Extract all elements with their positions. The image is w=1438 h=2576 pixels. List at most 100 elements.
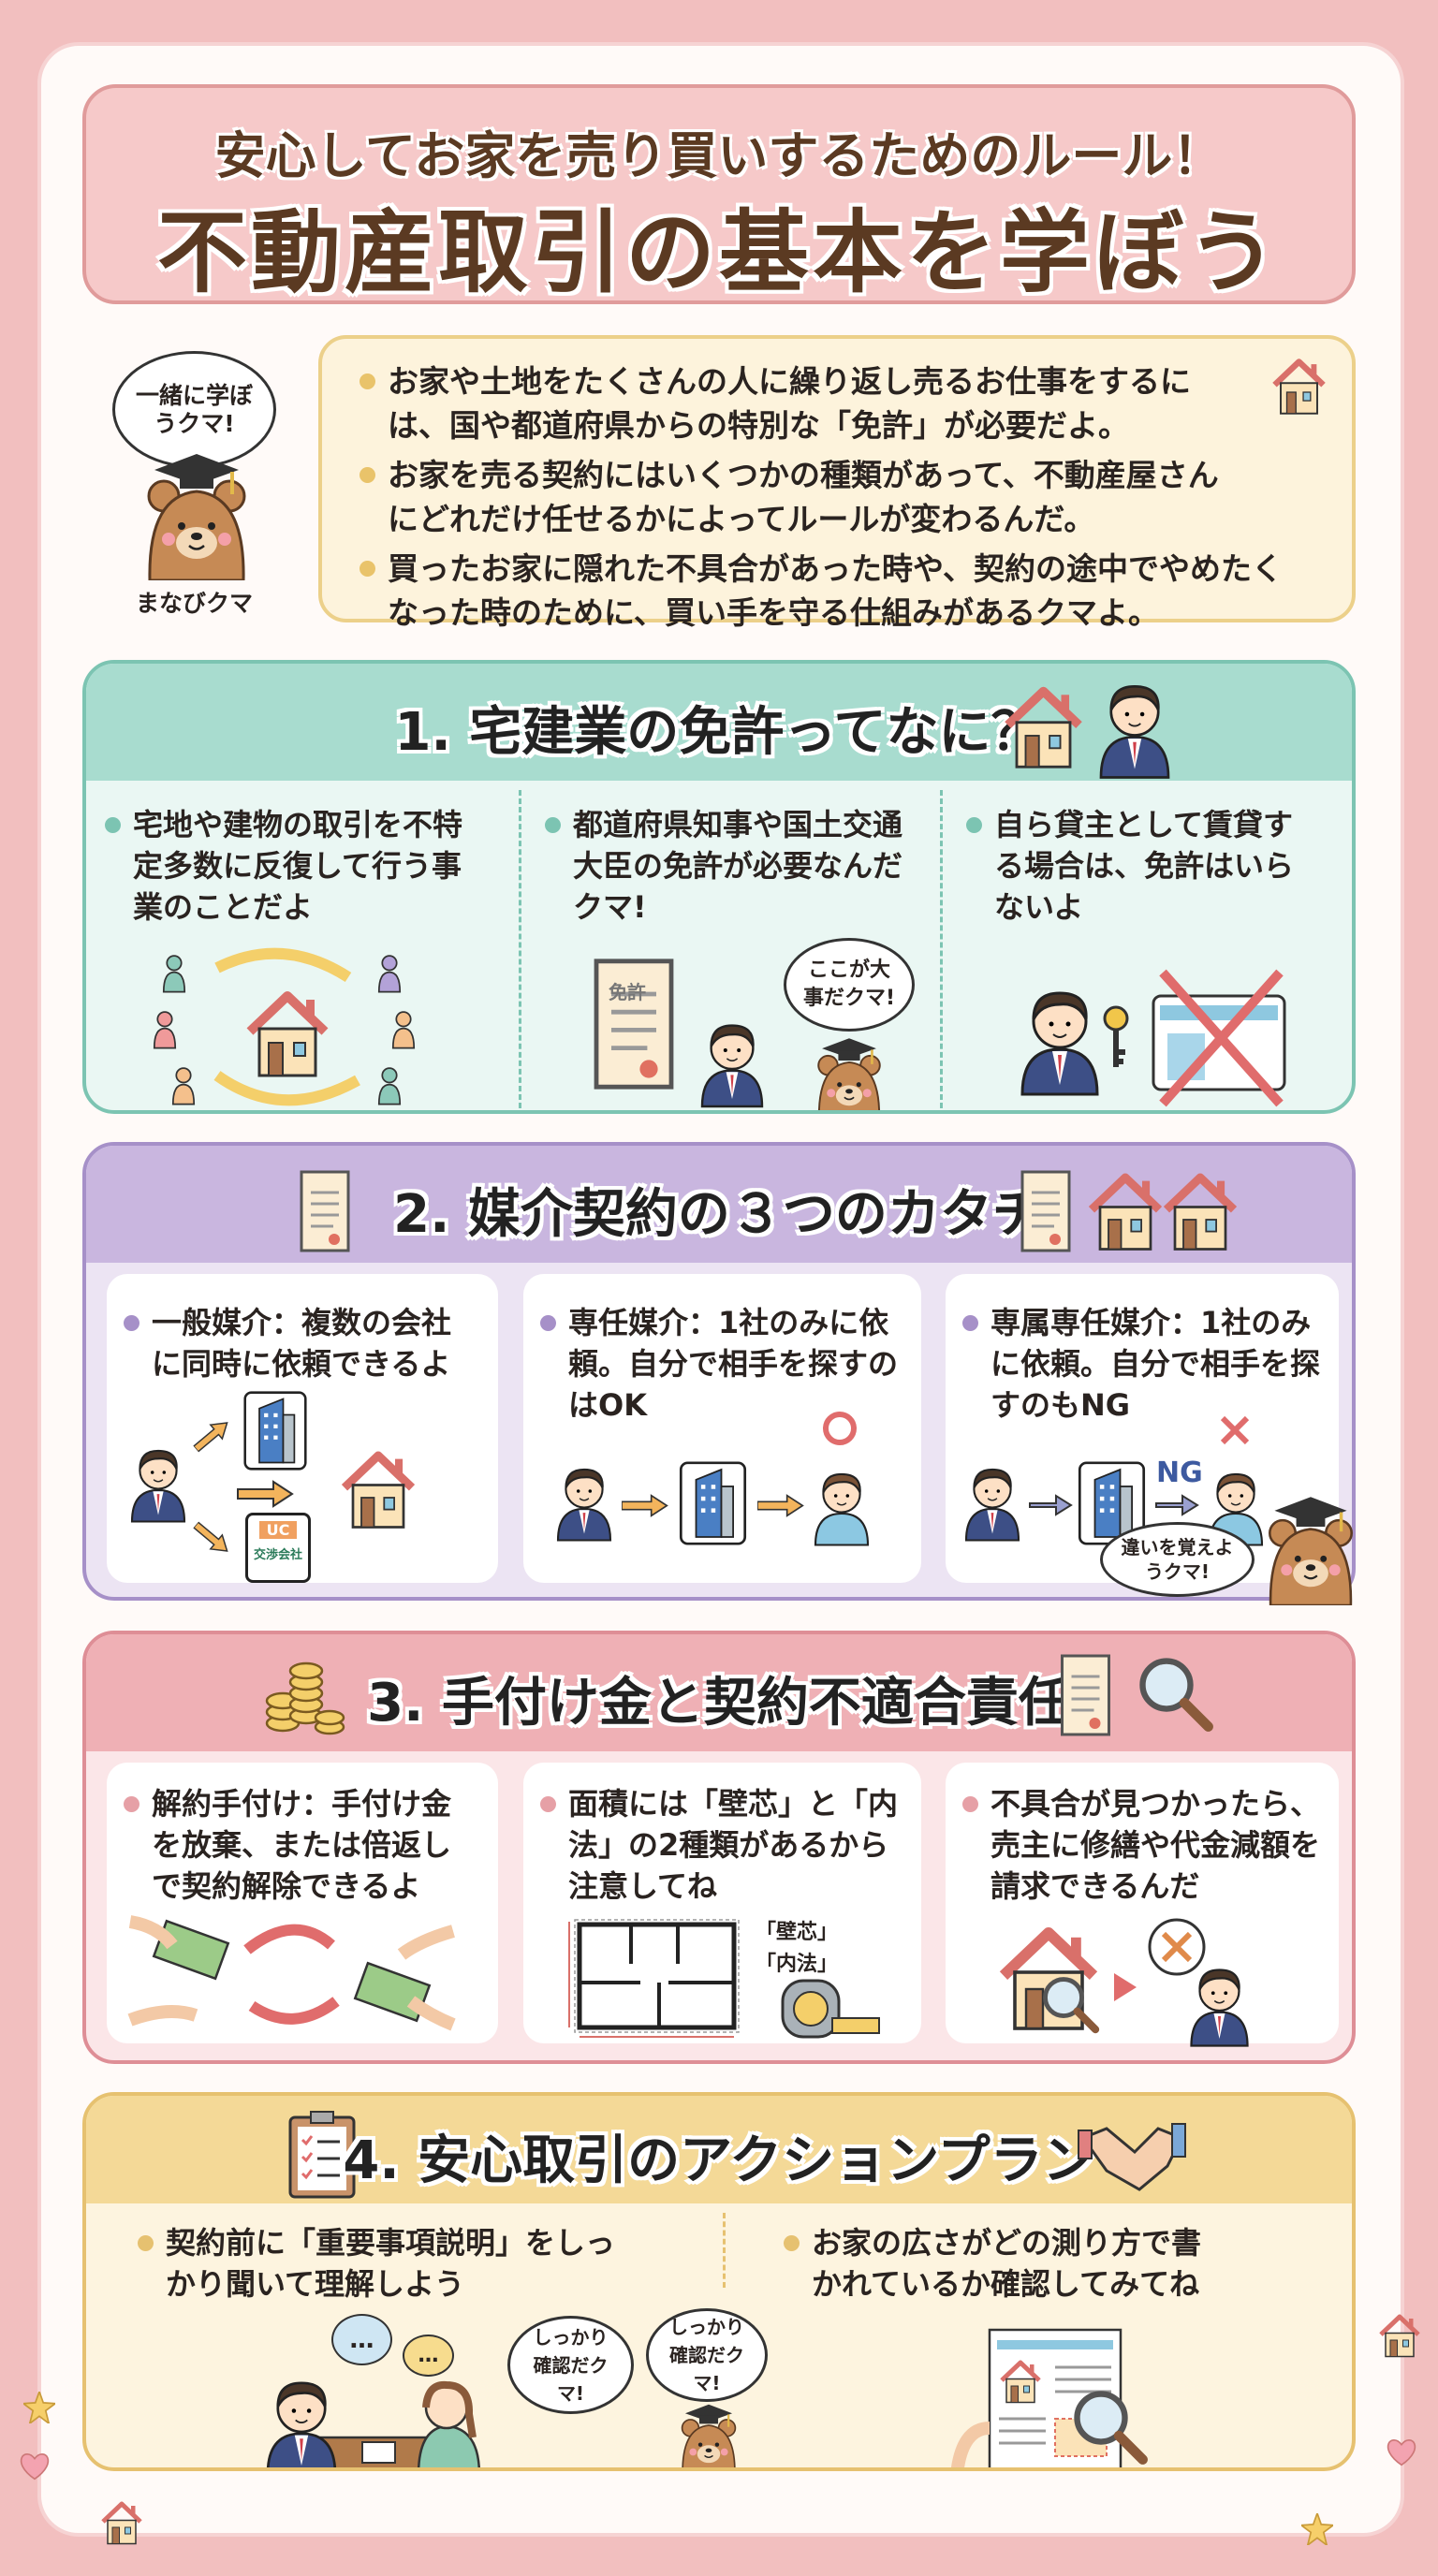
company-building-icon [678, 1461, 748, 1545]
bullet-text: 一般媒介：複数の会社に同時に依頼できるよ [124, 1302, 479, 1384]
section-title: 3. 手付け金と契約不適合責任 [367, 1673, 1071, 1734]
section-title: 1. 宅建業の免許ってなに？ [394, 702, 1044, 763]
bear-mascot-icon [798, 1035, 901, 1114]
card-area: 面積には「壁芯」と「内法」の2種類があるから注意してね 「壁芯」 「内法」 [523, 1763, 921, 2043]
arrow-icon [1029, 1494, 1073, 1516]
title-banner: 安心してお家を売り買いするためのルール！ 不動産取引の基本を学ぼう [82, 84, 1356, 305]
section-title: 2. 媒介契約の３つのカタチ [393, 1184, 1045, 1245]
house-icon [1083, 1169, 1167, 1253]
card-defect: 不具合が見つかったら、売主に修繕や代金減額を請求できるんだ [946, 1763, 1339, 2043]
arrow-icon [757, 1494, 804, 1517]
divider [519, 790, 521, 1108]
client-person-icon [551, 1456, 617, 1545]
star-icon [1301, 2513, 1333, 2545]
bear-mascot-icon [126, 449, 267, 580]
section-title: 4. 安心取引のアクションプラン [343, 2130, 1095, 2191]
seller-person-icon [1184, 1959, 1255, 2048]
agent-person-icon [1093, 673, 1177, 781]
bullet-text: お家の広さがどの測り方で書かれているか確認してみてね [784, 2222, 1224, 2305]
magnifier-icon [1039, 1973, 1100, 2034]
no-license-icon [1152, 969, 1286, 1107]
arrow-icon [188, 1412, 236, 1457]
ng-cross-icon [1220, 1415, 1250, 1445]
bullet-text: 都道府県知事や国土交通大臣の免許が必要なんだクマ! [545, 804, 919, 928]
contract-scroll-icon [1050, 1648, 1121, 1742]
house-icon [1376, 2312, 1423, 2359]
bear-speech-bubble: ここが大事だクマ! [784, 938, 915, 1032]
section-brokerage: 2. 媒介契約の３つのカタチ 一般媒介：複数の会社に同時に依頼できるよ UC 交… [82, 1142, 1356, 1601]
bullet-text: 宅地や建物の取引を不特定多数に反復して行う事業のことだよ [105, 804, 479, 928]
license-label: 免許 [609, 981, 646, 1003]
section-deposit-liability: 3. 手付け金と契約不適合責任 解約手付け：手付け金を放棄、または倍返しで契約解… [82, 1631, 1356, 2064]
company-logo-card: UC 交渉会社 [245, 1513, 311, 1583]
star-icon [23, 2392, 55, 2423]
house-icon [1158, 1169, 1242, 1253]
heart-icon [1386, 2438, 1417, 2466]
section-header: 3. 手付け金と契約不適合責任 [86, 1634, 1352, 1751]
coins-icon [265, 1661, 345, 1735]
house-icon [98, 2499, 145, 2546]
key-icon [1103, 1005, 1129, 1067]
section-license: 1. 宅建業の免許ってなに？ 宅地や建物の取引を不特定多数に反復して行う事業のこ… [82, 660, 1356, 1114]
house-icon [999, 682, 1088, 771]
bear-mascot-icon [1255, 1493, 1367, 1605]
landlord-person-icon [1013, 977, 1107, 1099]
divider [940, 790, 943, 1108]
intro-point: お家や土地をたくさんの人に繰り返し売るお仕事をするには、国や都道府県からの特別な… [360, 359, 1240, 447]
bullet-text: 自ら貸主として賃貸する場合は、免許はいらないよ [966, 804, 1322, 928]
meeting-illustration [266, 2380, 480, 2467]
bullet-text: 不具合が見つかったら、売主に修繕や代金減額を請求できるんだ [962, 1783, 1332, 1907]
play-arrow-icon [1114, 1973, 1137, 2001]
divider [723, 2213, 726, 2288]
client-person-icon [960, 1456, 1025, 1545]
inner-measure-label: 「内法」 [756, 1953, 839, 1976]
subtitle: 安心してお家を売り買いするためのルール！ [214, 126, 1224, 185]
company-label: 交渉会社 [253, 1548, 302, 1562]
bullet-text: 解約手付け：手付け金を放棄、または倍返しで契約解除できるよ [124, 1783, 479, 1907]
section-header: 4. 安心取引のアクションプラン [86, 2096, 1352, 2203]
bullet-text: 面積には「壁芯」と「内法」の2種類があるから注意してね [540, 1783, 910, 1907]
heart-icon [19, 2452, 51, 2481]
checklist-clipboard-icon [288, 2111, 356, 2199]
card-deposit: 解約手付け：手付け金を放棄、または倍返しで契約解除できるよ [107, 1763, 498, 2043]
intro-point: 買ったお家に隠れた不具合があった時や、契約の途中でやめたくなった時のために、買い… [360, 547, 1296, 635]
bullet-text: 専属専任媒介：1社のみに依頼。自分で相手を探すのもNG [962, 1302, 1323, 1426]
ok-circle-icon [823, 1412, 857, 1445]
house-icon [336, 1447, 420, 1531]
client-person-icon [125, 1438, 191, 1527]
page-title: 不動産取引の基本を学ぼう [157, 200, 1281, 305]
section-header: 2. 媒介契約の３つのカタチ [86, 1146, 1352, 1263]
mascot-name: まなびクマ [136, 590, 254, 617]
speech-bubble-dots: … [403, 2334, 454, 2377]
bear-mascot-icon [662, 2402, 756, 2471]
ng-label: NG [1156, 1456, 1203, 1489]
company-building-icon [242, 1391, 308, 1471]
floor-plan-illustration [568, 1919, 740, 2038]
card-general: 一般媒介：複数の会社に同時に依頼できるよ UC 交渉会社 [107, 1274, 498, 1583]
handshake-icon [1078, 2123, 1186, 2191]
people-cycle-illustration [153, 947, 416, 1106]
bullet-text: 契約前に「重要事項説明」をしっかり聞いて理解しよう [138, 2222, 643, 2305]
section-action-plan: 4. 安心取引のアクションプラン 契約前に「重要事項説明」をしっかり聞いて理解し… [82, 2092, 1356, 2471]
intro-point: お家を売る契約にはいくつかの種類があって、不動産屋さんにどれだけ任せるかによって… [360, 453, 1240, 541]
card-exclusive: 専任媒介：1社のみに依頼。自分で相手を探すのはOK [523, 1274, 921, 1583]
house-icon [1269, 356, 1329, 417]
speech-bubble: しっかり確認だクマ! [507, 2316, 634, 2414]
tape-measure-icon [781, 1979, 880, 2039]
money-exchange-illustration [127, 1915, 456, 2031]
document-check-illustration [951, 2328, 1158, 2467]
bear-speech-bubble: しっかり確認だクマ! [646, 2308, 768, 2402]
repair-tools-icon [1148, 1918, 1206, 1976]
company-logo: UC [259, 1521, 297, 1539]
mascot-speech-bubble: 一緒に学ぼうクマ! [112, 351, 276, 468]
section-header: 1. 宅建業の免許ってなに？ [86, 664, 1352, 781]
bullet-text: 専任媒介：1社のみに依頼。自分で相手を探すのはOK [540, 1302, 910, 1426]
wall-center-label: 「壁芯」 [756, 1921, 839, 1944]
arrow-icon [1155, 1494, 1199, 1516]
buyer-person-icon [809, 1461, 874, 1550]
arrow-icon [188, 1515, 236, 1560]
license-certificate-icon [573, 949, 695, 1099]
bear-speech-bubble: 違いを覚えようクマ! [1100, 1522, 1255, 1597]
magnifier-icon [1135, 1653, 1214, 1733]
intro-box: お家や土地をたくさんの人に繰り返し売るお仕事をするには、国や都道府県からの特別な… [318, 335, 1356, 631]
